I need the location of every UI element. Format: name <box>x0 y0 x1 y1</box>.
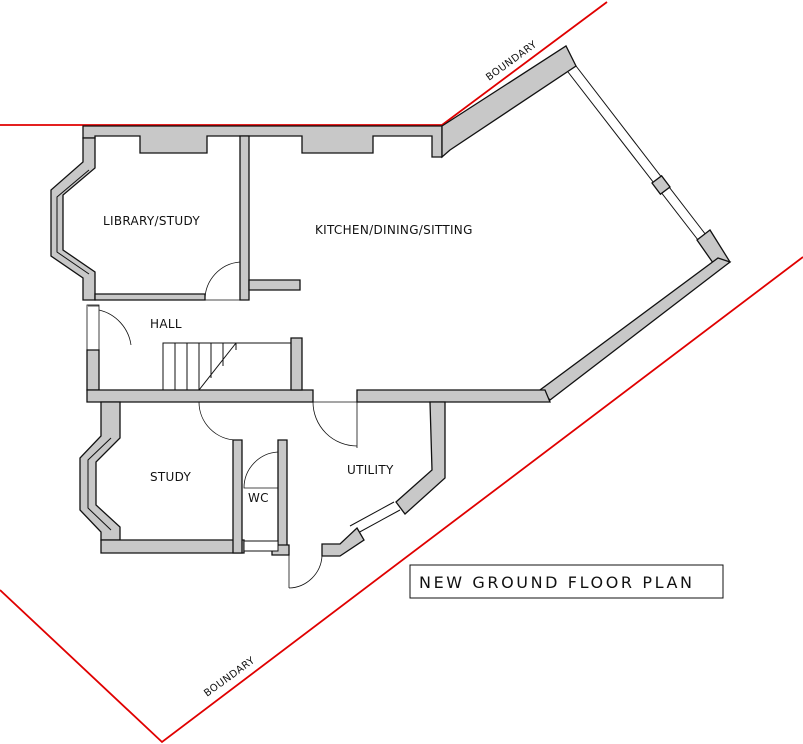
wall-stair <box>290 337 303 391</box>
room-label-wc: WC <box>248 491 269 505</box>
wall-middle <box>86 389 314 403</box>
title-frame <box>409 564 724 599</box>
door-back <box>288 548 323 589</box>
stair-outline <box>162 342 292 391</box>
wall-utility-south <box>321 526 365 557</box>
room-label-hall: HALL <box>150 317 182 331</box>
utility-window-outer <box>355 509 401 535</box>
doors <box>86 261 358 589</box>
wall-southeast-diagonal <box>539 257 732 401</box>
wall-utility-east <box>395 401 446 515</box>
boundary-label-bottom: BOUNDARY <box>202 655 257 699</box>
title-box: NEW GROUND FLOOR PLAN <box>409 564 724 599</box>
wall-library-south <box>94 293 206 301</box>
staircase <box>162 342 292 391</box>
wall-wc-west <box>232 439 243 554</box>
room-label-study: STUDY <box>150 470 192 484</box>
wall-study-south <box>100 539 245 554</box>
study-bay-glass <box>87 437 112 531</box>
east-glazing-inner <box>567 71 699 241</box>
wall-kitchen-south <box>356 389 551 403</box>
wall-wc-east <box>277 439 288 554</box>
east-glazing-post <box>651 174 671 196</box>
door-kitchen-utility <box>312 401 358 448</box>
wall-partition-library-kitchen <box>239 135 250 301</box>
wall-kitchen-stub <box>248 279 301 291</box>
room-label-library-study: LIBRARY/STUDY <box>103 214 200 228</box>
boundary-line-top <box>0 1 608 126</box>
wc-window <box>243 540 279 552</box>
door-study <box>198 401 238 441</box>
room-label-utility: UTILITY <box>347 463 394 477</box>
wall-library-west <box>50 137 96 301</box>
walls <box>50 45 732 557</box>
door-hall-frame <box>86 304 100 351</box>
library-bay-glass <box>56 169 90 275</box>
utility-window-inner <box>349 501 395 527</box>
drawing-title: NEW GROUND FLOOR PLAN <box>419 573 695 592</box>
wall-top <box>82 125 443 158</box>
wall-northeast-diagonal <box>441 45 577 159</box>
room-label-kitchen: KITCHEN/DINING/SITTING <box>315 223 473 237</box>
east-glazing-outer <box>575 65 707 236</box>
boundary-line-bottom <box>0 256 803 744</box>
door-wc <box>243 451 279 489</box>
door-library <box>204 261 241 301</box>
door-hall-front <box>87 305 132 351</box>
wall-hall-west-stub <box>86 349 100 391</box>
